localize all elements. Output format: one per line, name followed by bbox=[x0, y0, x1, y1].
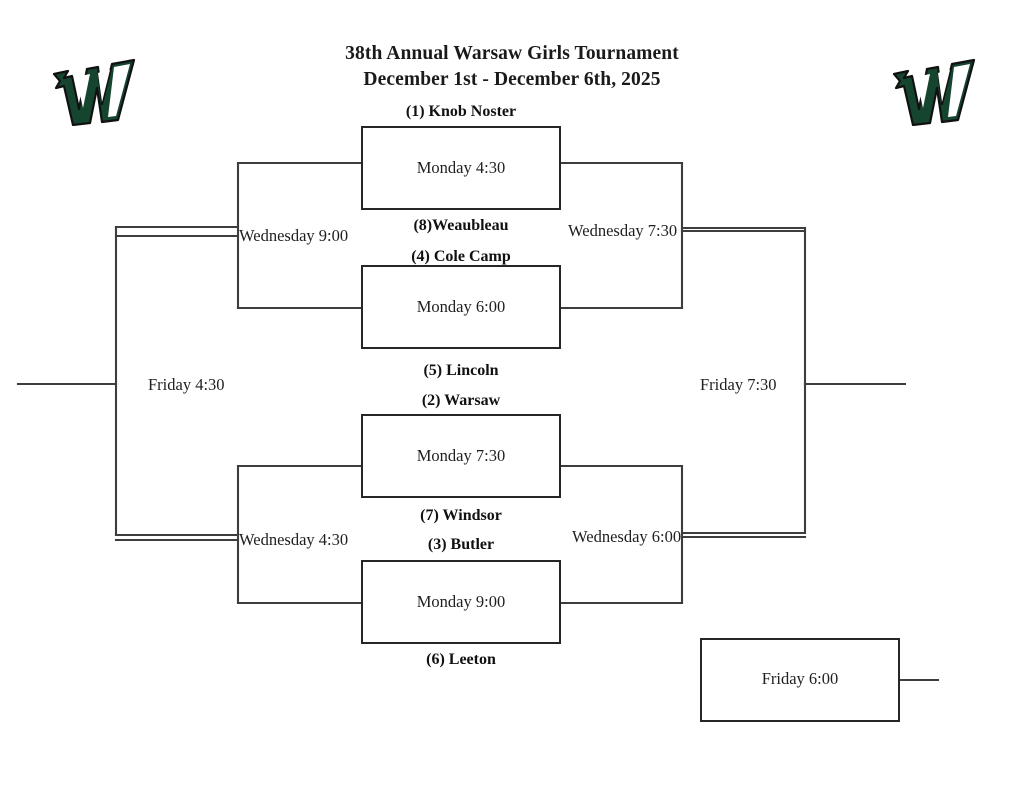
game-box-consolation-friday-600[interactable]: Friday 6:00 bbox=[700, 638, 900, 722]
team-seed-3: (3) Butler bbox=[427, 536, 495, 553]
round-label-final-right: Friday 7:30 bbox=[700, 375, 777, 394]
warsaw-w-logo-left bbox=[46, 52, 142, 127]
round-label-semifinal-left-bottom: Wednesday 4:30 bbox=[239, 530, 349, 549]
game-box-monday-900[interactable]: Monday 9:00 bbox=[361, 560, 561, 644]
team-seed-2: (2) Warsaw bbox=[421, 392, 501, 409]
team-seed-4: (4) Cole Camp bbox=[411, 248, 511, 265]
team-seed-5: (5) Lincoln bbox=[423, 362, 499, 379]
team-seed-1: (1) Knob Noster bbox=[405, 103, 517, 120]
game-time: Monday 9:00 bbox=[416, 592, 506, 611]
game-time: Monday 7:30 bbox=[416, 446, 506, 465]
warsaw-w-logo-right bbox=[886, 52, 982, 127]
page-title: 38th Annual Warsaw Girls Tournament Dece… bbox=[0, 41, 1024, 92]
game-time: Monday 4:30 bbox=[416, 158, 506, 177]
game-box-monday-600[interactable]: Monday 6:00 bbox=[361, 265, 561, 349]
tournament-dates: December 1st - December 6th, 2025 bbox=[363, 68, 661, 90]
team-seed-6: (6) Leeton bbox=[426, 651, 496, 668]
round-label-semifinal-left-top: Wednesday 9:00 bbox=[239, 226, 349, 245]
round-label-final-left: Friday 4:30 bbox=[148, 375, 225, 394]
game-box-monday-430[interactable]: Monday 4:30 bbox=[361, 126, 561, 210]
game-box-monday-730[interactable]: Monday 7:30 bbox=[361, 414, 561, 498]
tournament-name: 38th Annual Warsaw Girls Tournament bbox=[345, 43, 679, 64]
round-label-semifinal-right-bottom: Wednesday 6:00 bbox=[572, 527, 682, 546]
team-seed-7: (7) Windsor bbox=[420, 507, 502, 524]
game-time: Monday 6:00 bbox=[416, 297, 506, 316]
team-seed-8: (8)Weaubleau bbox=[413, 217, 509, 234]
game-time: Friday 6:00 bbox=[761, 669, 839, 688]
round-label-semifinal-right-top: Wednesday 7:30 bbox=[568, 221, 678, 240]
